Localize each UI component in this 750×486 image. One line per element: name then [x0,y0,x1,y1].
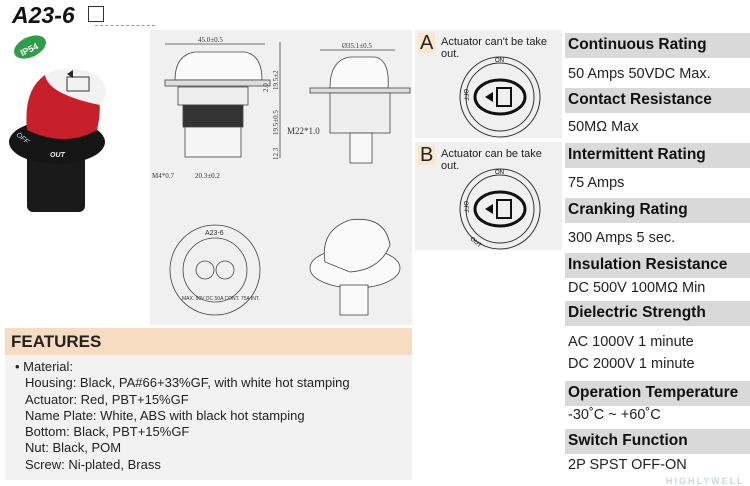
product-photo: IP54 OFF OUT [9,35,106,212]
spec-label-contact-resistance: Contact Resistance [565,88,750,113]
spec-label-dielectric-strength: Dielectric Strength [565,301,750,326]
option-caption: Actuator can be take out. [441,148,542,172]
spec-value: DC 2000V 1 minute [568,356,695,372]
svg-text:OUT: OUT [50,152,66,159]
features-heading: FEATURES [5,328,412,355]
feature-item: Actuator: Red, PBT+15%GF [25,391,189,407]
spec-value: 50MΩ Max [568,119,639,135]
feature-item: Name Plate: White, ABS with black hot st… [25,407,305,423]
svg-text:A23-6: A23-6 [205,230,224,237]
actuator-dial-icon: ON OFF OUT [459,168,541,250]
svg-text:ON: ON [495,58,504,64]
front-view-drawing [164,42,281,158]
spec-label-continuous-rating: Continuous Rating [565,33,750,58]
spec-label-operation-temperature: Operation Temperature [565,381,750,406]
svg-text:12.3: 12.3 [272,147,280,160]
svg-text:OUT: OUT [469,236,483,249]
select-checkbox[interactable] [88,6,104,22]
spec-label-switch-function: Switch Function [565,429,750,454]
svg-text:OFF: OFF [462,201,468,213]
spec-value: 300 Amps 5 sec. [568,230,676,246]
option-letter: A [418,32,436,54]
spec-label-cranking-rating: Cranking Rating [565,198,750,223]
svg-text:19.5±0.5: 19.5±0.5 [272,110,280,135]
product-model-title: A23-6 [12,2,75,28]
technical-drawing-panel: 45.0±0.5 2.0 19.5±2 19.5±0.5 12.3 M4*0.7… [150,30,412,325]
svg-text:45.0±0.5: 45.0±0.5 [198,36,223,44]
ip54-badge-icon: IP54 [14,35,46,59]
side-view-drawing [309,49,411,164]
spec-value: 75 Amps [568,175,625,191]
svg-text:Ø35.1±0.5: Ø35.1±0.5 [342,42,372,50]
option-caption: Actuator can't be take out. [441,36,548,60]
feature-item: Bottom: Black, PBT+15%GF [25,424,190,440]
features-list: • Material: Housing: Black, PA#66+33%GF,… [5,355,412,480]
svg-text:19.5±2: 19.5±2 [272,70,280,90]
svg-text:MAX. 50V DC 50A CONT. 75A: MAX. 50V DC 50A CONT. 75A INT. [182,296,260,302]
divider [95,25,155,26]
svg-text:M22*1.0: M22*1.0 [287,126,320,136]
spec-value: AC 1000V 1 minute [568,334,694,350]
actuator-option-a: A Actuator can't be take out. ON OFF [415,30,562,138]
spec-label-insulation-resistance: Insulation Resistance [565,253,750,278]
actuator-option-b: B Actuator can be take out. ON OFF OUT [415,142,562,250]
spec-value: DC 500V 100MΩ Min [568,280,706,296]
svg-text:ON: ON [495,170,504,176]
feature-item: Screw: Ni-plated, Brass [25,456,161,472]
watermark: HIGHLYWELL [666,476,745,486]
svg-text:2.0: 2.0 [262,83,270,92]
actuator-dial-icon: ON OFF [459,56,541,138]
spec-value: 2P SPST OFF-ON [568,457,687,473]
feature-item: Housing: Black, PA#66+33%GF, with white … [25,375,350,391]
isometric-view-drawing [309,218,401,316]
svg-text:20.3±0.2: 20.3±0.2 [195,172,220,180]
svg-text:OFF: OFF [462,89,468,101]
option-letter: B [418,144,436,166]
spec-value: -30˚C ~ +60˚C [568,407,661,423]
spec-label-intermittent-rating: Intermittent Rating [565,143,750,168]
feature-item: Nut: Black, POM [25,440,122,456]
spec-value: 50 Amps 50VDC Max. [568,66,711,82]
svg-text:M4*0.7: M4*0.7 [152,172,174,180]
bottom-view-drawing [169,224,261,316]
features-lead: • Material: [15,359,74,374]
